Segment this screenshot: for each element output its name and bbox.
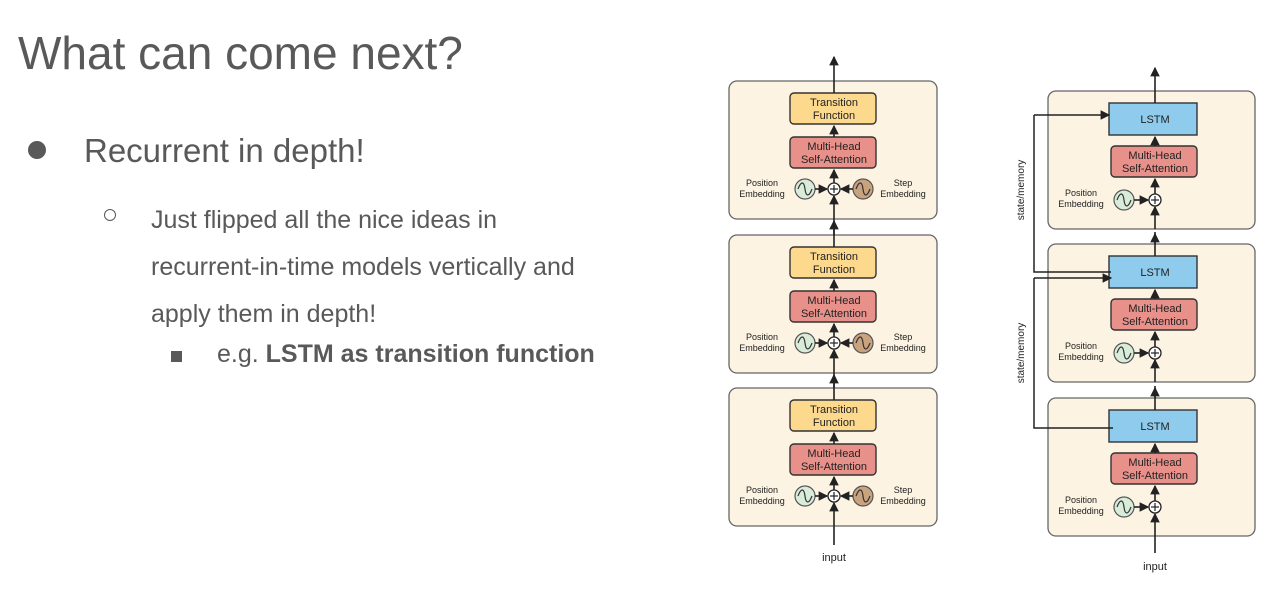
- bullet-3-marker: [171, 351, 182, 362]
- add-node: [827, 336, 841, 350]
- position-embedding-icon: [794, 178, 816, 200]
- bullet-2-marker: [104, 209, 116, 221]
- transition-box: [789, 399, 877, 432]
- left-input-label: input: [822, 552, 846, 564]
- transition-box: [789, 92, 877, 125]
- state-memory-line: [1033, 115, 1111, 273]
- bullet-1-text: Recurrent in depth!: [84, 132, 365, 169]
- step-embedding-icon: [852, 485, 874, 507]
- state-memory-label: state/memory: [1016, 323, 1027, 384]
- bullet-2-text: Just flipped all the nice ideas in recur…: [151, 206, 575, 328]
- attention-box: [1110, 452, 1198, 485]
- add-node: [1148, 193, 1162, 207]
- lstm-box: [1108, 409, 1198, 443]
- bullet-3-bold: LSTM as transition function: [265, 340, 595, 368]
- add-node: [827, 489, 841, 503]
- transition-box: [789, 246, 877, 279]
- add-node: [1148, 346, 1162, 360]
- step-embedding-icon: [852, 178, 874, 200]
- state-memory-label: state/memory: [1016, 160, 1027, 221]
- attention-box: [1110, 298, 1198, 331]
- bullet-1-marker: [28, 141, 46, 159]
- bullet-3-text: e.g. LSTM as transition function: [217, 340, 595, 369]
- lstm-box: [1108, 255, 1198, 289]
- position-embedding-icon: [1113, 189, 1135, 211]
- add-node: [1148, 500, 1162, 514]
- attention-box: [789, 136, 877, 169]
- lstm-label: LSTM: [1140, 267, 1169, 279]
- step-embedding-icon: [852, 332, 874, 354]
- attention-box: [1110, 145, 1198, 178]
- lstm-label: LSTM: [1140, 421, 1169, 433]
- right-input-label: input: [1143, 561, 1167, 573]
- position-embedding-icon: [794, 485, 816, 507]
- position-embedding-icon: [1113, 496, 1135, 518]
- attention-box: [789, 290, 877, 323]
- slide-title: What can come next?: [18, 27, 463, 79]
- add-node: [827, 182, 841, 196]
- state-memory-line: [1033, 278, 1113, 429]
- bullet-3-prefix: e.g.: [217, 340, 266, 368]
- lstm-label: LSTM: [1140, 114, 1169, 126]
- position-embedding-icon: [1113, 342, 1135, 364]
- attention-box: [789, 443, 877, 476]
- position-embedding-icon: [794, 332, 816, 354]
